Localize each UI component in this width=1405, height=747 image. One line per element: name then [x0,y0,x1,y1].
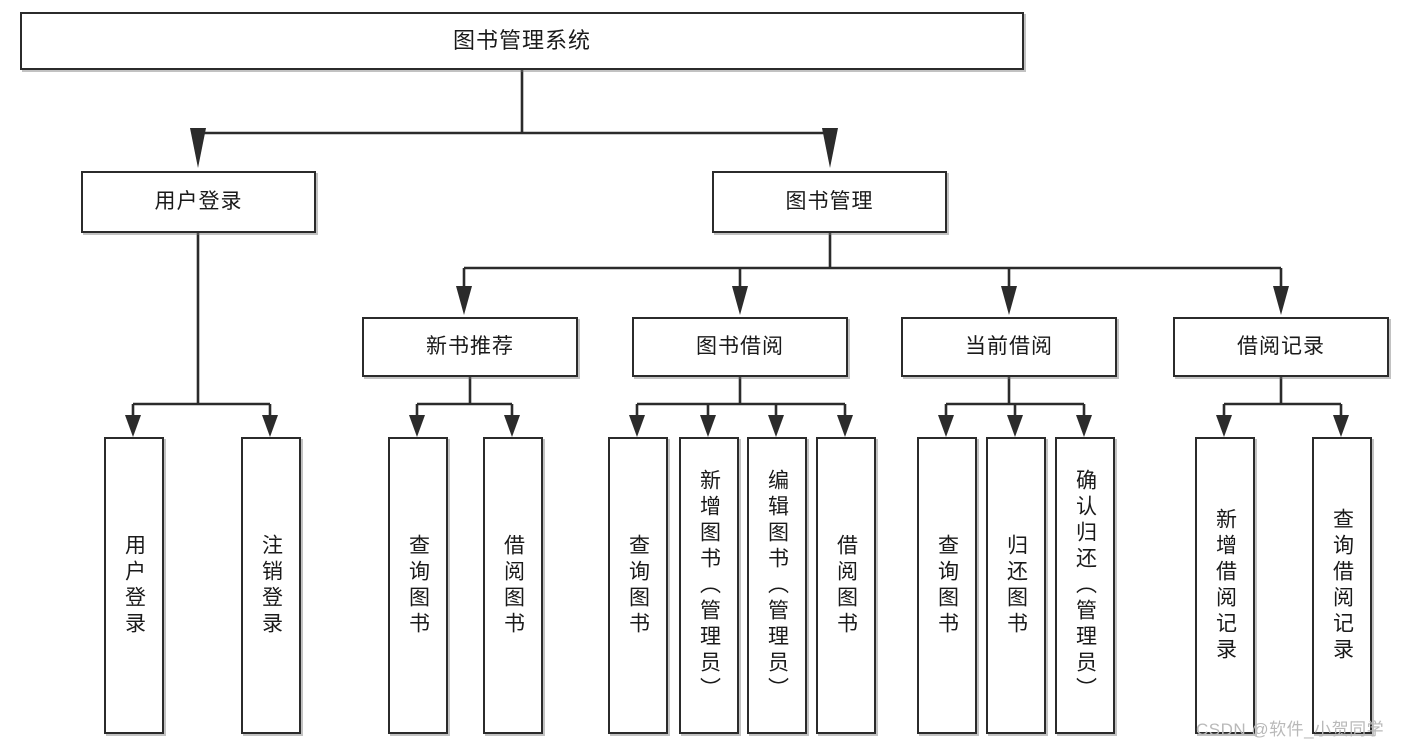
node-label: 借阅图书 [501,533,525,638]
node-borrow-record[interactable]: 借阅记录 [1173,317,1389,377]
node-book-borrow[interactable]: 图书借阅 [632,317,848,377]
node-label: 图书管理系统 [452,27,591,53]
node-label: 查询借阅记录 [1330,507,1354,664]
node-label: 新增借阅记录 [1213,507,1237,664]
leaf-user-login-login[interactable]: 用户登录 [104,437,164,734]
leaf-borrow-record-query-record[interactable]: 查询借阅记录 [1312,437,1372,734]
leaf-book-borrow-borrow-book[interactable]: 借阅图书 [816,437,876,734]
node-label: 查询图书 [935,533,959,638]
node-label: 用户登录 [122,533,146,638]
leaf-current-borrow-confirm-return-admin[interactable]: 确认归还（管理员） [1055,437,1115,734]
node-root-book-management-system[interactable]: 图书管理系统 [20,12,1024,70]
leaf-current-borrow-return-book[interactable]: 归还图书 [986,437,1046,734]
leaf-new-book-query-book[interactable]: 查询图书 [388,437,448,734]
leaf-user-login-logout[interactable]: 注销登录 [241,437,301,734]
node-label: 当前借阅 [965,335,1053,359]
leaf-new-book-borrow-book[interactable]: 借阅图书 [483,437,543,734]
node-label: 查询图书 [626,533,650,638]
node-label: 确认归还（管理员） [1073,468,1097,703]
node-label: 新增图书（管理员） [697,468,721,703]
node-user-login[interactable]: 用户登录 [81,171,316,233]
node-new-book-recommend[interactable]: 新书推荐 [362,317,578,377]
leaf-book-borrow-add-book-admin[interactable]: 新增图书（管理员） [679,437,739,734]
leaf-book-borrow-edit-book-admin[interactable]: 编辑图书（管理员） [747,437,807,734]
node-label: 用户登录 [154,190,243,214]
node-label: 归还图书 [1004,533,1028,638]
node-label: 查询图书 [406,533,430,638]
csdn-watermark: CSDN @软件_小贺同学 [1196,720,1385,739]
node-current-borrow[interactable]: 当前借阅 [901,317,1117,377]
node-label: 借阅图书 [834,533,858,638]
node-label: 注销登录 [259,533,283,638]
node-label: 图书管理 [785,190,874,214]
leaf-book-borrow-query-book[interactable]: 查询图书 [608,437,668,734]
node-label: 借阅记录 [1237,335,1325,359]
node-label: 新书推荐 [426,335,514,359]
leaf-current-borrow-query-book[interactable]: 查询图书 [917,437,977,734]
node-label: 图书借阅 [696,335,784,359]
node-label: 编辑图书（管理员） [765,468,789,703]
leaf-borrow-record-add-record[interactable]: 新增借阅记录 [1195,437,1255,734]
node-book-management[interactable]: 图书管理 [712,171,947,233]
